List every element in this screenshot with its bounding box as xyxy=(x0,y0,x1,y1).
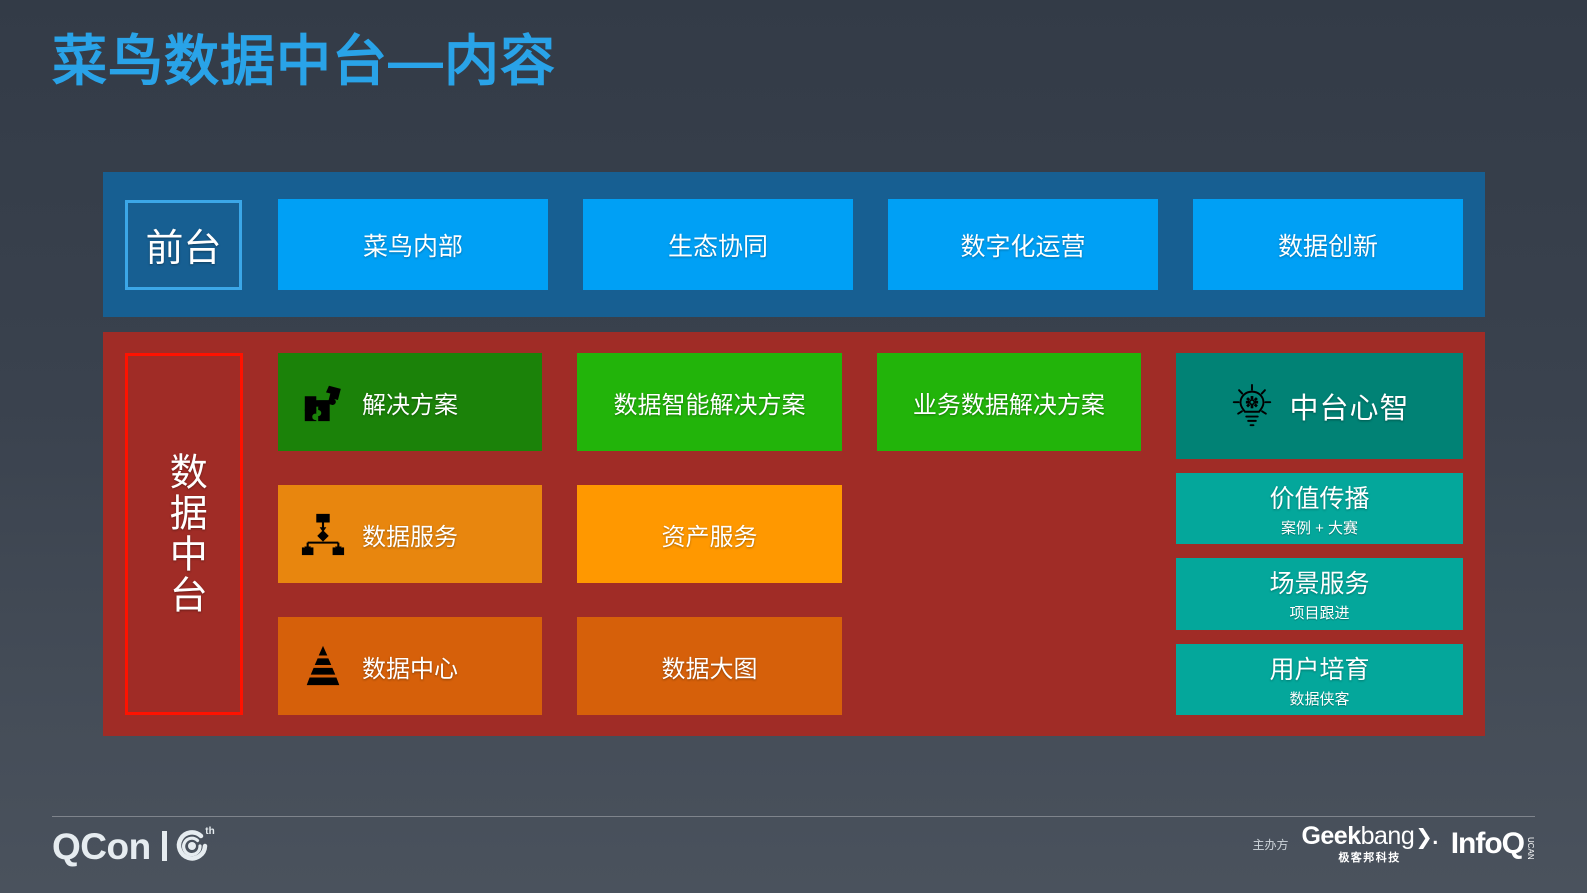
data-midplatform-label-text: 数据中台 xyxy=(163,452,206,616)
front-office-cell-list: 菜鸟内部 生态协同 数字化运营 数据创新 xyxy=(278,199,1463,290)
scenario-service-subtitle: 项目跟进 xyxy=(1289,605,1350,623)
qcon-logo: QCon th xyxy=(52,825,215,867)
cell-midplatform-mindset[interactable]: 中台心智 xyxy=(1176,353,1463,459)
cell-data-intelligence-solution[interactable]: 数据智能解决方案 xyxy=(577,353,842,451)
geekbang-chinese-name: 极客邦科技 xyxy=(1338,852,1401,864)
front-office-cell-caoniao-internal[interactable]: 菜鸟内部 xyxy=(278,199,548,290)
sponsor-label: 主办方 xyxy=(1252,837,1289,852)
cell-asset-service[interactable]: 资产服务 xyxy=(577,485,842,583)
lightbulb-gear-icon xyxy=(1229,383,1275,429)
front-office-panel: 前台 菜鸟内部 生态协同 数字化运营 数据创新 xyxy=(103,172,1485,317)
infoq-wordmark: InfoQ xyxy=(1450,826,1525,860)
user-cultivation-title: 用户培育 xyxy=(1269,655,1370,684)
puzzle-icon xyxy=(300,379,346,425)
data-midplatform-panel: 数据中台 解决方案 数据智能解决方案 业务数据解决方案 xyxy=(103,332,1485,736)
cell-scenario-service[interactable]: 场景服务 项目跟进 xyxy=(1176,558,1463,630)
front-office-label: 前台 xyxy=(125,199,242,290)
front-office-cell-digital-operations[interactable]: 数字化运营 xyxy=(888,199,1158,290)
geekbang-arrow-icon: ❯. xyxy=(1415,826,1438,849)
qcon-wordmark: QCon xyxy=(52,825,151,867)
value-dissemination-title: 价值传播 xyxy=(1269,485,1370,514)
qcon-anniversary-superscript: th xyxy=(205,826,215,837)
cell-empty-row3 xyxy=(877,617,1141,715)
qcon-anniversary-icon: th xyxy=(161,826,215,865)
cell-solution-label: 解决方案 xyxy=(362,391,458,419)
user-cultivation-subtitle: 数据侠客 xyxy=(1289,690,1350,708)
value-dissemination-subtitle: 案例 + 大赛 xyxy=(1280,520,1359,538)
geekbang-geek-text: Geek xyxy=(1301,822,1361,850)
midplatform-mindset-column: 中台心智 价值传播 案例 + 大赛 场景服务 项目跟进 用户培育 数据侠客 xyxy=(1176,353,1463,715)
cell-data-service[interactable]: 数据服务 xyxy=(278,485,543,583)
cell-user-cultivation[interactable]: 用户培育 数据侠客 xyxy=(1176,643,1463,715)
footer-divider xyxy=(52,816,1535,817)
infoq-side-text: UCAN xyxy=(1526,836,1535,860)
cell-data-center-label: 数据中心 xyxy=(362,655,458,683)
infoq-logo: InfoQ UCAN xyxy=(1450,826,1535,860)
front-office-label-text: 前台 xyxy=(145,228,222,270)
cell-empty-row2 xyxy=(877,485,1141,583)
pyramid-icon xyxy=(300,643,346,689)
data-midplatform-label: 数据中台 xyxy=(125,353,243,715)
geekbang-bang-text: bang xyxy=(1360,822,1415,850)
front-office-cell-data-innovation[interactable]: 数据创新 xyxy=(1193,199,1463,290)
cell-solution[interactable]: 解决方案 xyxy=(278,353,543,451)
front-office-cell-ecosystem-collab[interactable]: 生态协同 xyxy=(583,199,853,290)
cell-value-dissemination[interactable]: 价值传播 案例 + 大赛 xyxy=(1176,473,1463,545)
cell-data-service-label: 数据服务 xyxy=(362,523,458,551)
scenario-service-title: 场景服务 xyxy=(1269,570,1370,599)
cell-business-data-solution[interactable]: 业务数据解决方案 xyxy=(876,353,1141,451)
flowchart-icon xyxy=(300,511,346,557)
midplatform-mindset-label: 中台心智 xyxy=(1289,393,1410,425)
cell-data-center[interactable]: 数据中心 xyxy=(278,617,543,715)
data-midplatform-grid: 解决方案 数据智能解决方案 业务数据解决方案 xyxy=(278,353,1141,715)
page-title: 菜鸟数据中台—内容 xyxy=(52,30,557,92)
cell-data-big-picture[interactable]: 数据大图 xyxy=(577,617,842,715)
